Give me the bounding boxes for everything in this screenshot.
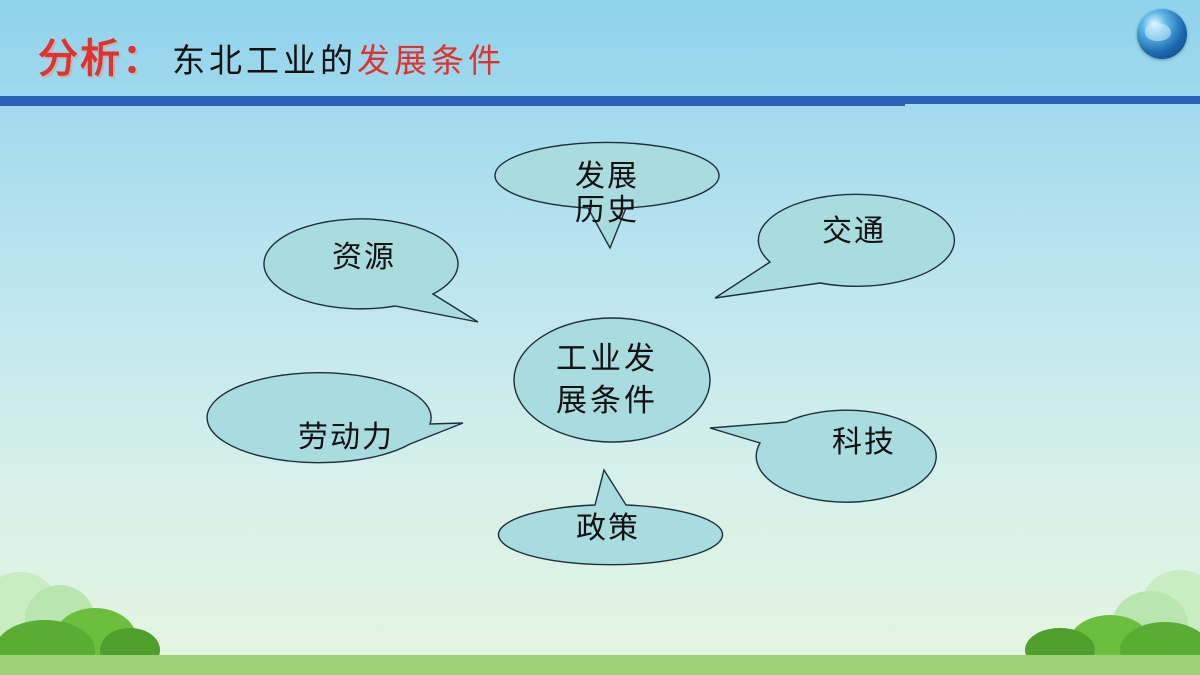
bubble-resources	[263, 218, 479, 323]
node-technology-label: 科技	[832, 425, 896, 460]
globe-icon	[1137, 9, 1187, 59]
center-label: 工业发展条件	[556, 341, 658, 419]
grass-ground	[0, 655, 1200, 675]
bubble-history	[494, 141, 720, 250]
title-main: 东北工业的	[172, 41, 357, 80]
title-label: 分析：	[38, 35, 164, 82]
header-divider	[0, 96, 1200, 104]
node-policy-label: 政策	[576, 511, 640, 546]
node-history-label: 发展历史	[575, 159, 639, 228]
bubble-transport	[714, 193, 956, 299]
slide-title: 分析： 东北工业的 发展条件	[38, 26, 505, 84]
node-labor-label: 劳动力	[298, 420, 394, 455]
bubble-policy	[497, 468, 724, 566]
bubble-center	[513, 317, 711, 443]
bubble-technology	[709, 409, 937, 503]
bubble-labor	[206, 372, 464, 464]
header-divider-thin	[0, 104, 905, 106]
node-transport-label: 交通	[822, 214, 886, 249]
title-highlight: 发展条件	[357, 41, 505, 80]
slide-header: 分析： 东北工业的 发展条件	[0, 0, 1200, 96]
node-resources-label: 资源	[332, 240, 396, 275]
